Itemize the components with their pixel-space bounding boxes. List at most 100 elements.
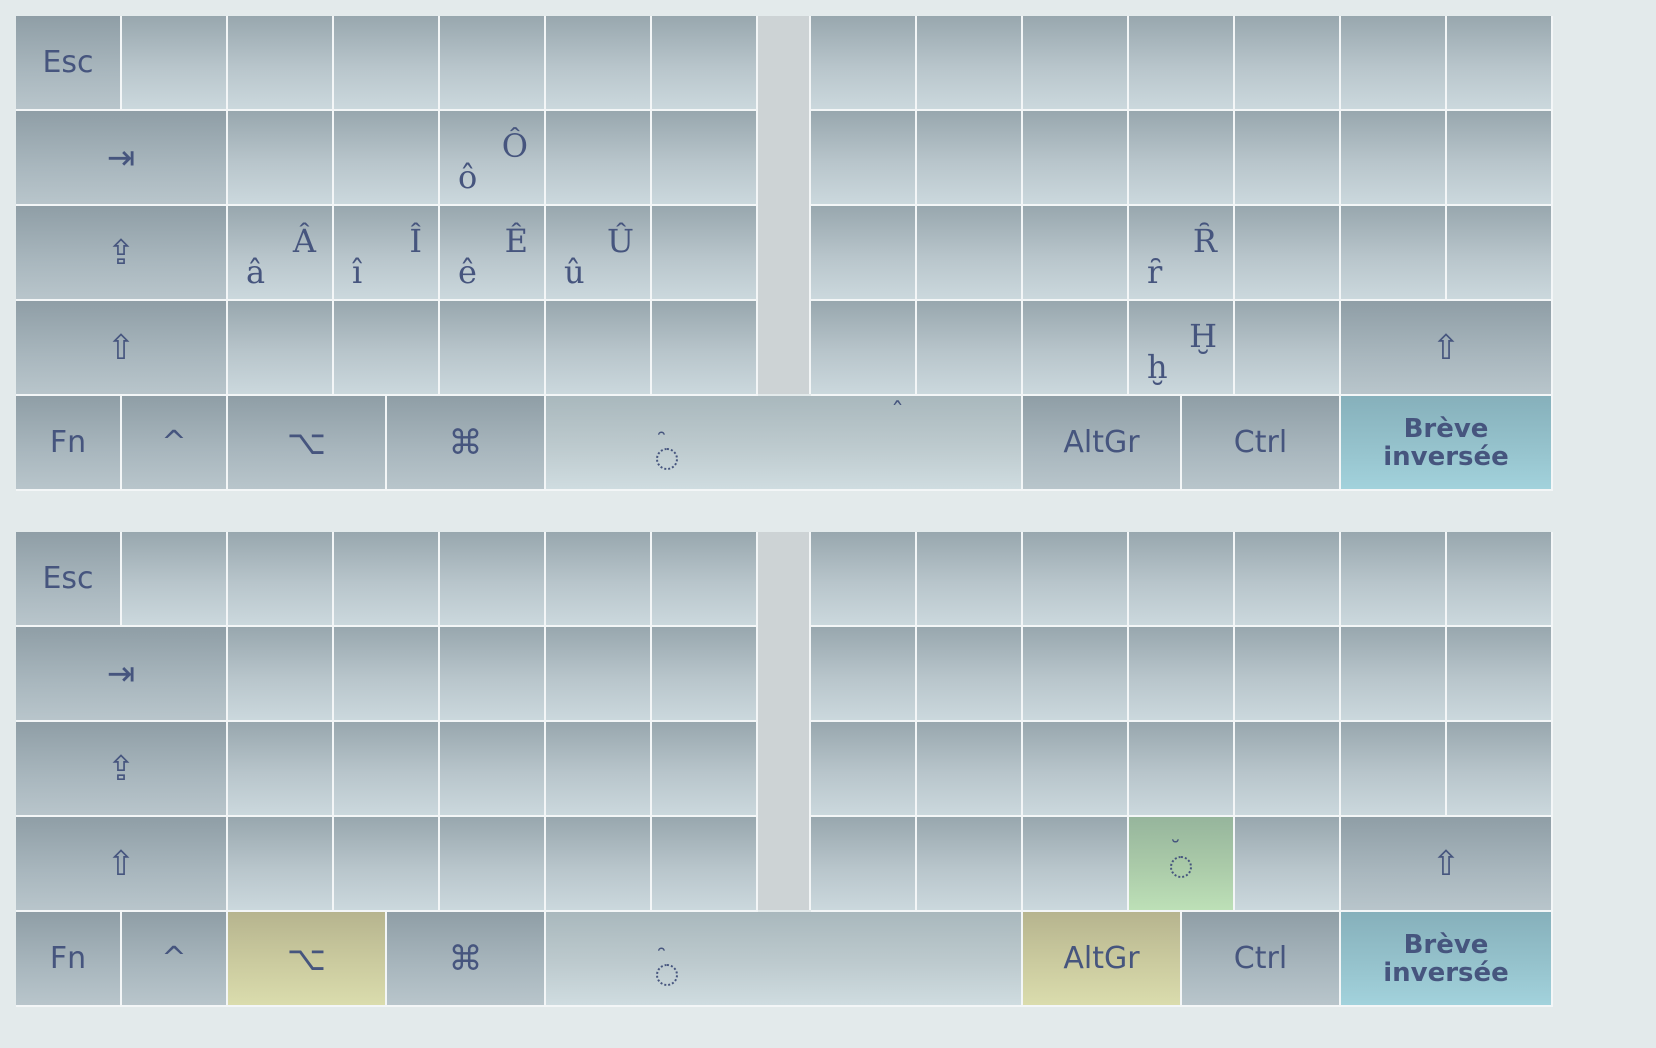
key-backslash[interactable] <box>1447 627 1553 722</box>
key-0[interactable] <box>1129 532 1235 627</box>
key-tab[interactable]: ⇥ <box>16 111 228 206</box>
key-f[interactable] <box>1235 817 1341 912</box>
key-ctrl[interactable]: Ctrl <box>1182 912 1341 1007</box>
key-comma[interactable] <box>652 206 758 301</box>
key-3[interactable] <box>334 16 440 111</box>
key-w[interactable] <box>334 111 440 206</box>
key-capslock[interactable]: ⇪ <box>16 722 228 817</box>
key-bracket-right[interactable] <box>1341 111 1447 206</box>
key-y[interactable] <box>811 111 917 206</box>
key-a[interactable] <box>228 722 334 817</box>
key-enter[interactable] <box>1447 722 1553 817</box>
key-u[interactable] <box>917 627 1023 722</box>
key-dot[interactable] <box>546 301 652 396</box>
key-e[interactable] <box>440 722 546 817</box>
key-t-home[interactable] <box>917 722 1023 817</box>
key-4[interactable] <box>440 16 546 111</box>
key-q2[interactable] <box>917 301 1023 396</box>
key-enter[interactable] <box>1447 206 1553 301</box>
key-t[interactable] <box>652 627 758 722</box>
key-1[interactable] <box>122 16 228 111</box>
key-apostrophe[interactable] <box>811 817 917 912</box>
key-shift-right[interactable]: ⇧ <box>1341 817 1553 912</box>
key-option[interactable]: ⌥ <box>228 912 387 1007</box>
key-control[interactable]: ^ <box>122 912 228 1007</box>
key-8[interactable] <box>917 532 1023 627</box>
key-option[interactable]: ⌥ <box>228 396 387 491</box>
key-t[interactable] <box>652 111 758 206</box>
key-esc[interactable]: Esc <box>16 16 122 111</box>
key-fn[interactable]: Fn <box>16 396 122 491</box>
key-shift-left[interactable]: ⇧ <box>16 817 228 912</box>
key-r[interactable] <box>546 627 652 722</box>
key-p[interactable] <box>1129 627 1235 722</box>
key-3[interactable] <box>334 532 440 627</box>
key-c[interactable] <box>811 722 917 817</box>
key-minus[interactable] <box>1235 16 1341 111</box>
key-i-home[interactable] <box>334 722 440 817</box>
key-n[interactable] <box>1235 206 1341 301</box>
key-1[interactable] <box>122 532 228 627</box>
key-f[interactable] <box>1235 301 1341 396</box>
key-i-home[interactable]: î Î <box>334 206 440 301</box>
key-o[interactable]: ô Ô <box>440 111 546 206</box>
key-comma[interactable] <box>652 722 758 817</box>
key-y2[interactable] <box>334 301 440 396</box>
key-a[interactable]: â Â <box>228 206 334 301</box>
key-r[interactable] <box>546 111 652 206</box>
key-i[interactable] <box>1023 627 1129 722</box>
key-2[interactable] <box>228 16 334 111</box>
key-breve-highlight[interactable]: ̆ <box>1129 817 1235 912</box>
key-4[interactable] <box>440 532 546 627</box>
key-0[interactable] <box>1129 16 1235 111</box>
key-k[interactable] <box>652 817 758 912</box>
key-k[interactable] <box>652 301 758 396</box>
key-g[interactable] <box>1023 817 1129 912</box>
key-2[interactable] <box>228 532 334 627</box>
key-command[interactable]: ⌘ <box>387 912 546 1007</box>
key-q[interactable] <box>228 111 334 206</box>
key-6[interactable] <box>652 16 758 111</box>
key-apostrophe[interactable] <box>811 301 917 396</box>
key-q[interactable] <box>228 627 334 722</box>
key-backspace[interactable] <box>1447 532 1553 627</box>
key-9[interactable] <box>1023 16 1129 111</box>
key-p[interactable] <box>1129 111 1235 206</box>
key-command[interactable]: ⌘ <box>387 396 546 491</box>
key-7[interactable] <box>811 532 917 627</box>
key-z[interactable] <box>228 817 334 912</box>
key-fn[interactable]: Fn <box>16 912 122 1007</box>
key-q2[interactable] <box>917 817 1023 912</box>
key-altgr[interactable]: AltGr <box>1023 396 1182 491</box>
key-backspace[interactable] <box>1447 16 1553 111</box>
key-u[interactable] <box>917 111 1023 206</box>
key-backslash[interactable] <box>1447 111 1553 206</box>
key-equal[interactable] <box>1341 16 1447 111</box>
key-i[interactable] <box>1023 111 1129 206</box>
key-o[interactable] <box>440 627 546 722</box>
key-space[interactable]: ̑ <box>546 912 1023 1007</box>
key-shift-right[interactable]: ⇧ <box>1341 301 1553 396</box>
key-space[interactable]: ̑ ˆ <box>546 396 1023 491</box>
key-6[interactable] <box>652 532 758 627</box>
key-esc[interactable]: Esc <box>16 532 122 627</box>
key-9[interactable] <box>1023 532 1129 627</box>
key-s[interactable] <box>1023 722 1129 817</box>
key-x[interactable] <box>440 301 546 396</box>
key-g[interactable] <box>1023 301 1129 396</box>
key-e[interactable]: ê Ê <box>440 206 546 301</box>
key-tab[interactable]: ⇥ <box>16 627 228 722</box>
key-u-home[interactable]: û Û <box>546 206 652 301</box>
key-t-home[interactable] <box>917 206 1023 301</box>
key-r-home[interactable]: ȓ Ȓ <box>1129 206 1235 301</box>
key-z[interactable] <box>228 301 334 396</box>
key-5[interactable] <box>546 532 652 627</box>
key-y2[interactable] <box>334 817 440 912</box>
key-bracket-right[interactable] <box>1341 627 1447 722</box>
key-s[interactable] <box>1023 206 1129 301</box>
key-equal[interactable] <box>1341 532 1447 627</box>
key-dot[interactable] <box>546 817 652 912</box>
key-8[interactable] <box>917 16 1023 111</box>
